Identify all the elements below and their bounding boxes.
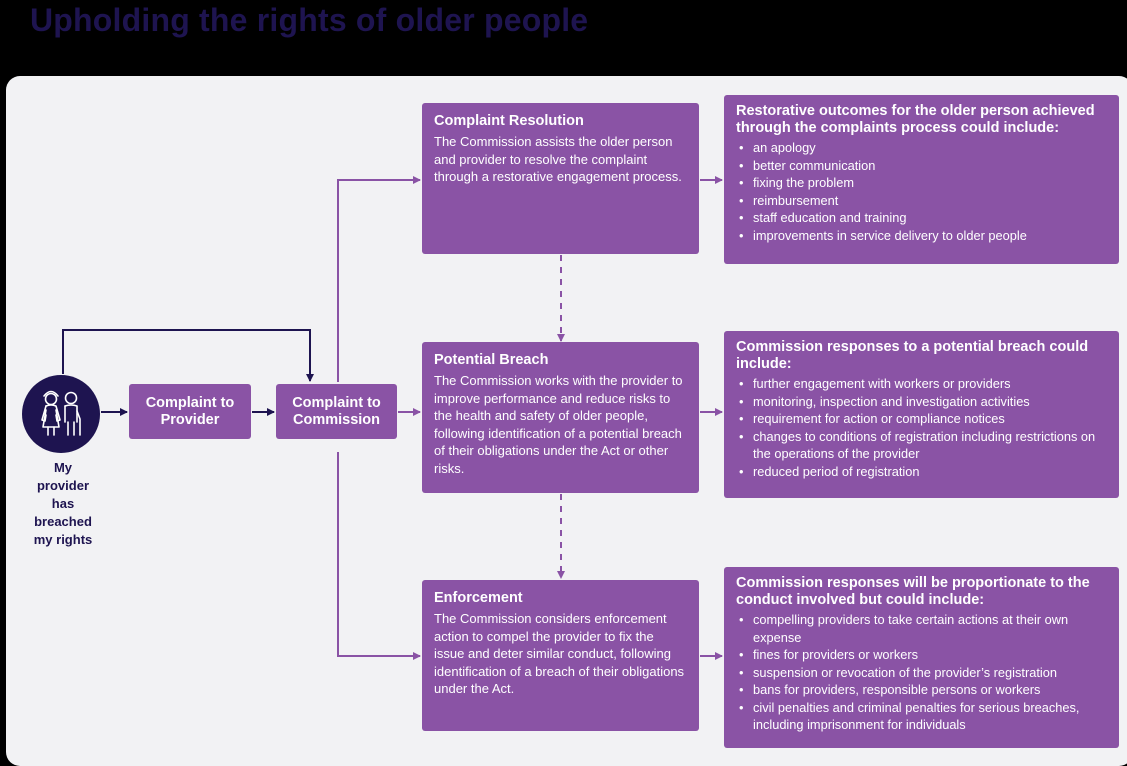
older-people-icon — [22, 375, 100, 453]
enforcement-box: Enforcement The Commission considers enf… — [422, 580, 699, 731]
list-item: an apology — [736, 139, 1107, 157]
breach-responses-heading: Commission responses to a potential brea… — [736, 339, 1089, 372]
resolution-outcomes-heading: Restorative outcomes for the older perso… — [736, 103, 1095, 136]
resolution-outcomes-box: Restorative outcomes for the older perso… — [724, 95, 1119, 264]
list-item: fixing the problem — [736, 174, 1107, 192]
potential-breach-title: Potential Breach — [434, 352, 549, 368]
complaint-to-provider-box: Complaint to Provider — [129, 384, 251, 439]
enforcement-title: Enforcement — [434, 590, 523, 606]
complaint-to-commission-line1: Complaint to — [292, 394, 381, 411]
complaint-resolution-box: Complaint Resolution The Commission assi… — [422, 103, 699, 254]
list-item: better communication — [736, 157, 1107, 175]
complaint-resolution-body: The Commission assists the older person … — [434, 134, 682, 184]
potential-breach-body: The Commission works with the provider t… — [434, 373, 683, 476]
potential-breach-box: Potential Breach The Commission works wi… — [422, 342, 699, 493]
list-item: changes to conditions of registration in… — [736, 428, 1107, 463]
complaint-to-commission-line2: Commission — [292, 411, 380, 428]
list-item: improvements in service delivery to olde… — [736, 227, 1107, 245]
list-item: reimbursement — [736, 192, 1107, 210]
resolution-outcomes-list: an apology better communication fixing t… — [736, 139, 1107, 244]
complaint-resolution-title: Complaint Resolution — [434, 113, 584, 129]
list-item: further engagement with workers or provi… — [736, 375, 1107, 393]
enforcement-body: The Commission considers enforcement act… — [434, 611, 685, 696]
arrow-commission-to-enforcement — [337, 452, 421, 660]
list-item: monitoring, inspection and investigation… — [736, 393, 1107, 411]
list-item: bans for providers, responsible persons … — [736, 681, 1107, 699]
breach-responses-list: further engagement with workers or provi… — [736, 375, 1107, 480]
list-item: staff education and training — [736, 209, 1107, 227]
list-item: compelling providers to take certain act… — [736, 611, 1107, 646]
complaint-to-provider-line1: Complaint to — [145, 394, 235, 411]
complaint-to-provider-line2: Provider — [160, 411, 220, 428]
enforcement-responses-box: Commission responses will be proportiona… — [724, 567, 1119, 748]
page-title: Upholding the rights of older people — [30, 2, 589, 38]
person-label: My provider has breached my rights — [33, 460, 93, 547]
arrow-person-to-commission — [62, 329, 314, 382]
enforcement-responses-heading: Commission responses will be proportiona… — [736, 575, 1090, 608]
complaint-to-commission-box: Complaint to Commission — [276, 384, 397, 439]
list-item: fines for providers or workers — [736, 646, 1107, 664]
breach-responses-box: Commission responses to a potential brea… — [724, 331, 1119, 498]
arrow-commission-to-resolution — [337, 176, 421, 382]
list-item: requirement for action or compliance not… — [736, 410, 1107, 428]
list-item: civil penalties and criminal penalties f… — [736, 699, 1107, 734]
enforcement-responses-list: compelling providers to take certain act… — [736, 611, 1107, 734]
list-item: suspension or revocation of the provider… — [736, 664, 1107, 682]
list-item: reduced period of registration — [736, 463, 1107, 481]
